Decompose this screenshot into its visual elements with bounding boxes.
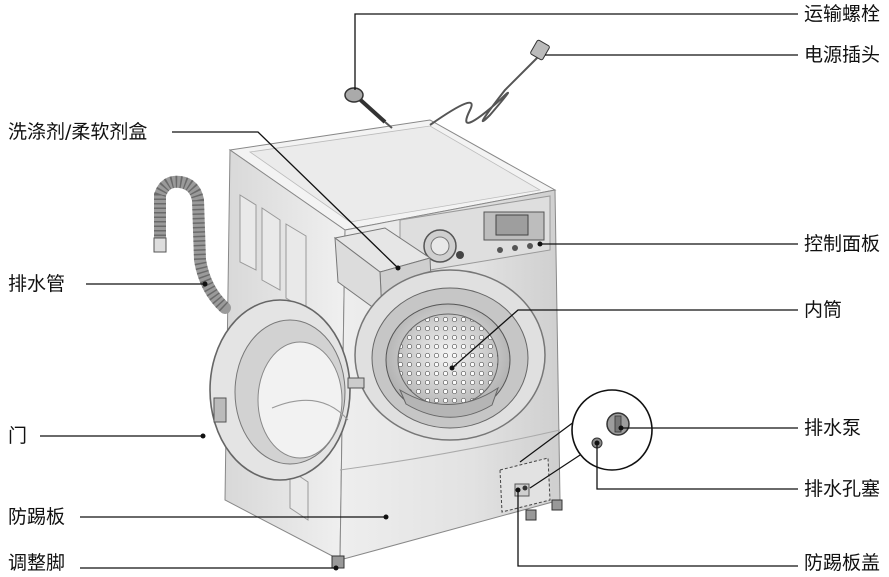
label-kick-plate: 防踢板 bbox=[8, 506, 65, 528]
leveling-foot-front bbox=[526, 510, 536, 520]
pump-zoom-circle bbox=[572, 390, 652, 470]
label-drain-pump: 排水泵 bbox=[804, 417, 861, 439]
label-drain-plug: 排水孔塞 bbox=[804, 478, 880, 500]
label-leveling-foot: 调整脚 bbox=[8, 552, 65, 574]
power-cord bbox=[430, 40, 550, 125]
label-kick-plate-cover: 防踢板盖 bbox=[804, 552, 880, 574]
label-transport-bolt: 运输螺栓 bbox=[804, 3, 880, 25]
transport-bolt bbox=[345, 88, 392, 128]
leveling-foot-left bbox=[332, 556, 344, 568]
drain-hose bbox=[154, 182, 225, 308]
drum-opening bbox=[355, 270, 545, 440]
label-detergent-box: 洗涤剂/柔软剂盒 bbox=[8, 121, 147, 143]
label-drain-hose: 排水管 bbox=[8, 273, 65, 295]
leveling-foot-right bbox=[552, 500, 562, 510]
label-power-plug: 电源插头 bbox=[804, 44, 880, 66]
label-inner-drum: 内筒 bbox=[804, 299, 842, 321]
label-control-panel: 控制面板 bbox=[804, 233, 880, 255]
label-door: 门 bbox=[8, 425, 27, 447]
